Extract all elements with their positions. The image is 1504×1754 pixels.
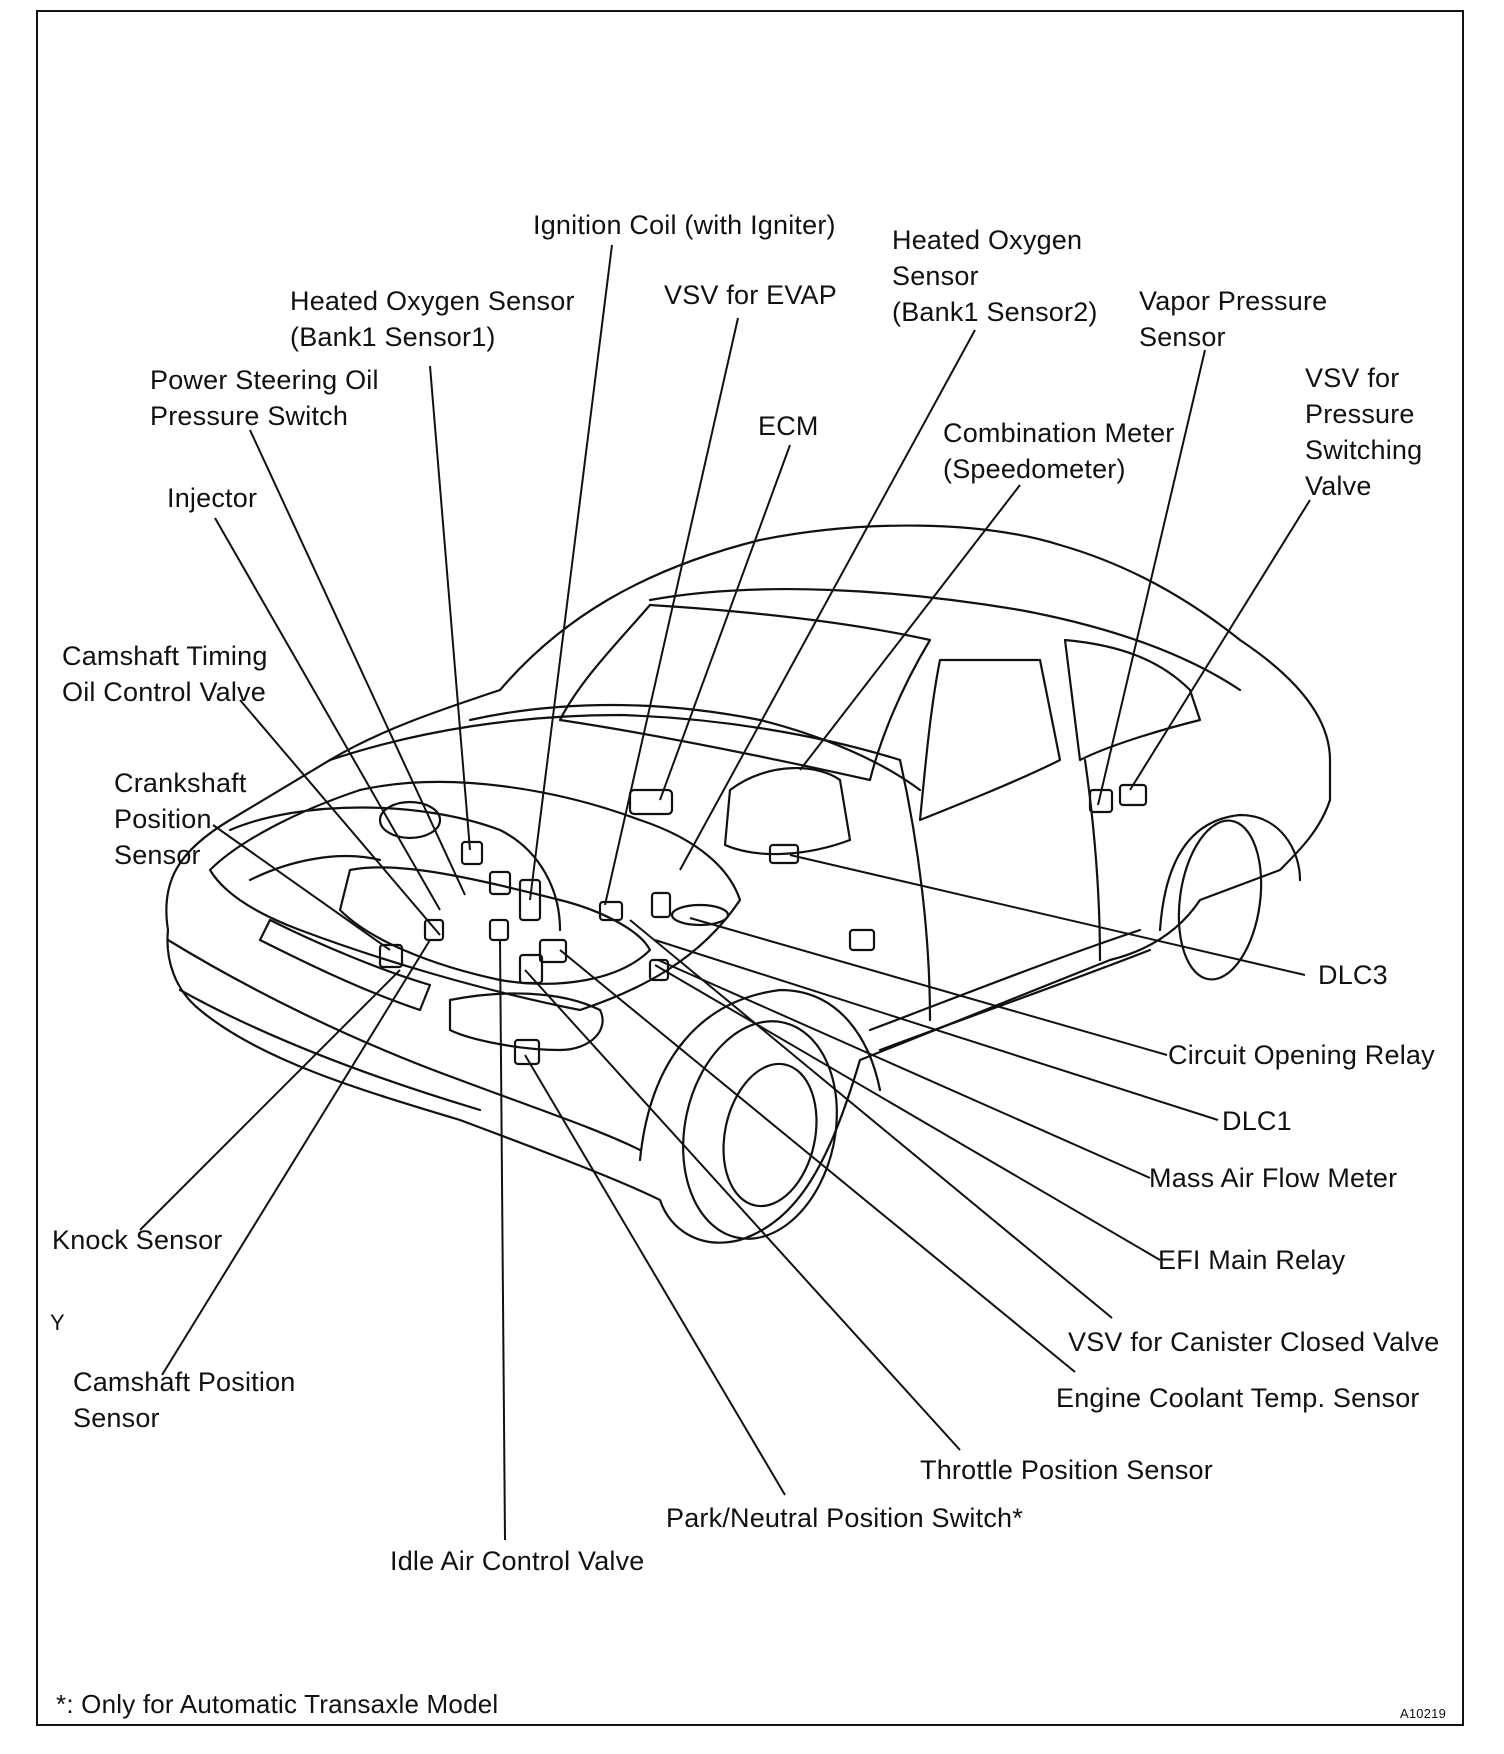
label-injector: Injector	[167, 483, 258, 513]
leader-crankshaft	[212, 824, 391, 951]
leader-ecm	[659, 444, 791, 801]
windshield	[558, 603, 932, 782]
label-vsv-canister: VSV for Canister Closed Valve	[1068, 1327, 1440, 1357]
side-sill	[868, 928, 1142, 1032]
leader-dlc1	[654, 939, 1219, 1121]
leader-vsv-evap	[604, 317, 739, 906]
component	[538, 938, 568, 964]
leader-park-neutral	[524, 1054, 786, 1496]
label-power-steering: Power Steering Oil Pressure Switch	[150, 365, 379, 431]
leader-heated-o2-b1s1	[429, 365, 471, 851]
leader-vsv-canister	[629, 919, 1113, 1319]
leader-knock-sensor	[139, 969, 401, 1231]
leader-heated-o2-b1s2	[679, 329, 976, 871]
label-throttle-position: Throttle Position Sensor	[920, 1455, 1213, 1485]
leader-combination-meter	[799, 484, 1021, 771]
label-park-neutral: Park/Neutral Position Switch*	[666, 1503, 1023, 1533]
door-line-2	[1083, 758, 1102, 962]
front-wheel-arch	[638, 988, 882, 1162]
component	[1118, 783, 1148, 807]
leader-camshaft-position	[161, 939, 431, 1376]
fender-line	[228, 806, 562, 932]
label-vsv-pressure: VSV for Pressure Switching Valve	[1305, 363, 1423, 501]
headlamp	[448, 992, 604, 1052]
label-y-mark: Y	[50, 1310, 65, 1335]
component	[598, 900, 624, 922]
leader-idle-air	[499, 939, 506, 1541]
component	[518, 953, 544, 985]
label-combination-meter: Combination Meter (Speedometer)	[943, 418, 1175, 484]
leader-circuit-opening-relay	[689, 917, 1168, 1056]
label-crankshaft: Crankshaft Position Sensor	[114, 768, 247, 870]
label-vapor-pressure: Vapor Pressure Sensor	[1139, 286, 1328, 352]
leader-dlc3	[789, 854, 1306, 976]
component	[423, 918, 445, 942]
component	[378, 800, 442, 840]
combination-meter	[723, 767, 852, 856]
component	[488, 918, 510, 942]
engine-bay	[208, 780, 742, 1012]
label-engine-coolant: Engine Coolant Temp. Sensor	[1056, 1383, 1420, 1413]
radiator-support	[248, 854, 382, 882]
component	[650, 891, 672, 919]
leader-mass-air-flow	[657, 959, 1151, 1179]
side-sill-2	[878, 948, 1152, 1052]
leader-power-steering	[249, 429, 466, 896]
roof-line	[648, 588, 1242, 692]
engine-block	[338, 866, 652, 985]
label-ecm: ECM	[758, 411, 819, 441]
label-ignition-coil: Ignition Coil (with Igniter)	[533, 210, 836, 240]
bumper-lower	[178, 988, 482, 1112]
figure-frame	[36, 10, 1464, 1726]
ecm-box	[628, 788, 674, 816]
grille	[258, 918, 432, 1012]
leader-ignition-coil	[529, 244, 613, 901]
leader-efi-main-relay	[654, 964, 1161, 1261]
label-knock-sensor: Knock Sensor	[52, 1225, 223, 1255]
component	[513, 1038, 541, 1066]
leader-lines	[139, 244, 1311, 1541]
label-vsv-evap: VSV for EVAP	[664, 280, 837, 310]
label-mass-air-flow: Mass Air Flow Meter	[1149, 1163, 1398, 1193]
front-wheel-inner	[722, 1062, 818, 1208]
leader-throttle-position	[524, 969, 961, 1451]
leader-injector	[214, 517, 441, 911]
front-wheel	[682, 1020, 838, 1240]
figure-code: A10219	[1400, 1706, 1447, 1721]
label-dlc1: DLC1	[1222, 1106, 1292, 1136]
label-camshaft-timing: Camshaft Timing Oil Control Valve	[62, 641, 268, 707]
rear-wheel-arch	[1158, 813, 1302, 932]
front-bumper	[166, 938, 642, 1152]
component	[848, 928, 876, 952]
component	[768, 843, 800, 865]
leader-vapor-pressure	[1097, 349, 1206, 806]
hood-edge	[328, 713, 902, 762]
component	[460, 840, 484, 866]
car-body-outline	[165, 524, 1332, 1244]
component	[670, 903, 730, 927]
door-line	[898, 758, 932, 1022]
cowl	[468, 703, 922, 792]
rear-door-window	[1063, 638, 1202, 762]
label-dlc3: DLC3	[1318, 960, 1388, 990]
rear-wheel	[1177, 819, 1263, 981]
leader-camshaft-timing	[239, 699, 441, 936]
label-camshaft-position: Camshaft Position Sensor	[73, 1367, 296, 1433]
leader-vsv-pressure	[1129, 499, 1311, 791]
label-heated-o2-b1s2: Heated Oxygen Sensor (Bank1 Sensor2)	[892, 225, 1098, 327]
label-circuit-opening-relay: Circuit Opening Relay	[1168, 1040, 1435, 1070]
footnote: *: Only for Automatic Transaxle Model	[56, 1689, 499, 1719]
component	[518, 878, 542, 922]
leader-engine-coolant	[559, 949, 1076, 1373]
label-efi-main-relay: EFI Main Relay	[1158, 1245, 1346, 1275]
label-heated-o2-b1s1: Heated Oxygen Sensor (Bank1 Sensor1)	[290, 286, 575, 352]
label-idle-air: Idle Air Control Valve	[390, 1546, 645, 1576]
front-door-window	[918, 658, 1062, 822]
